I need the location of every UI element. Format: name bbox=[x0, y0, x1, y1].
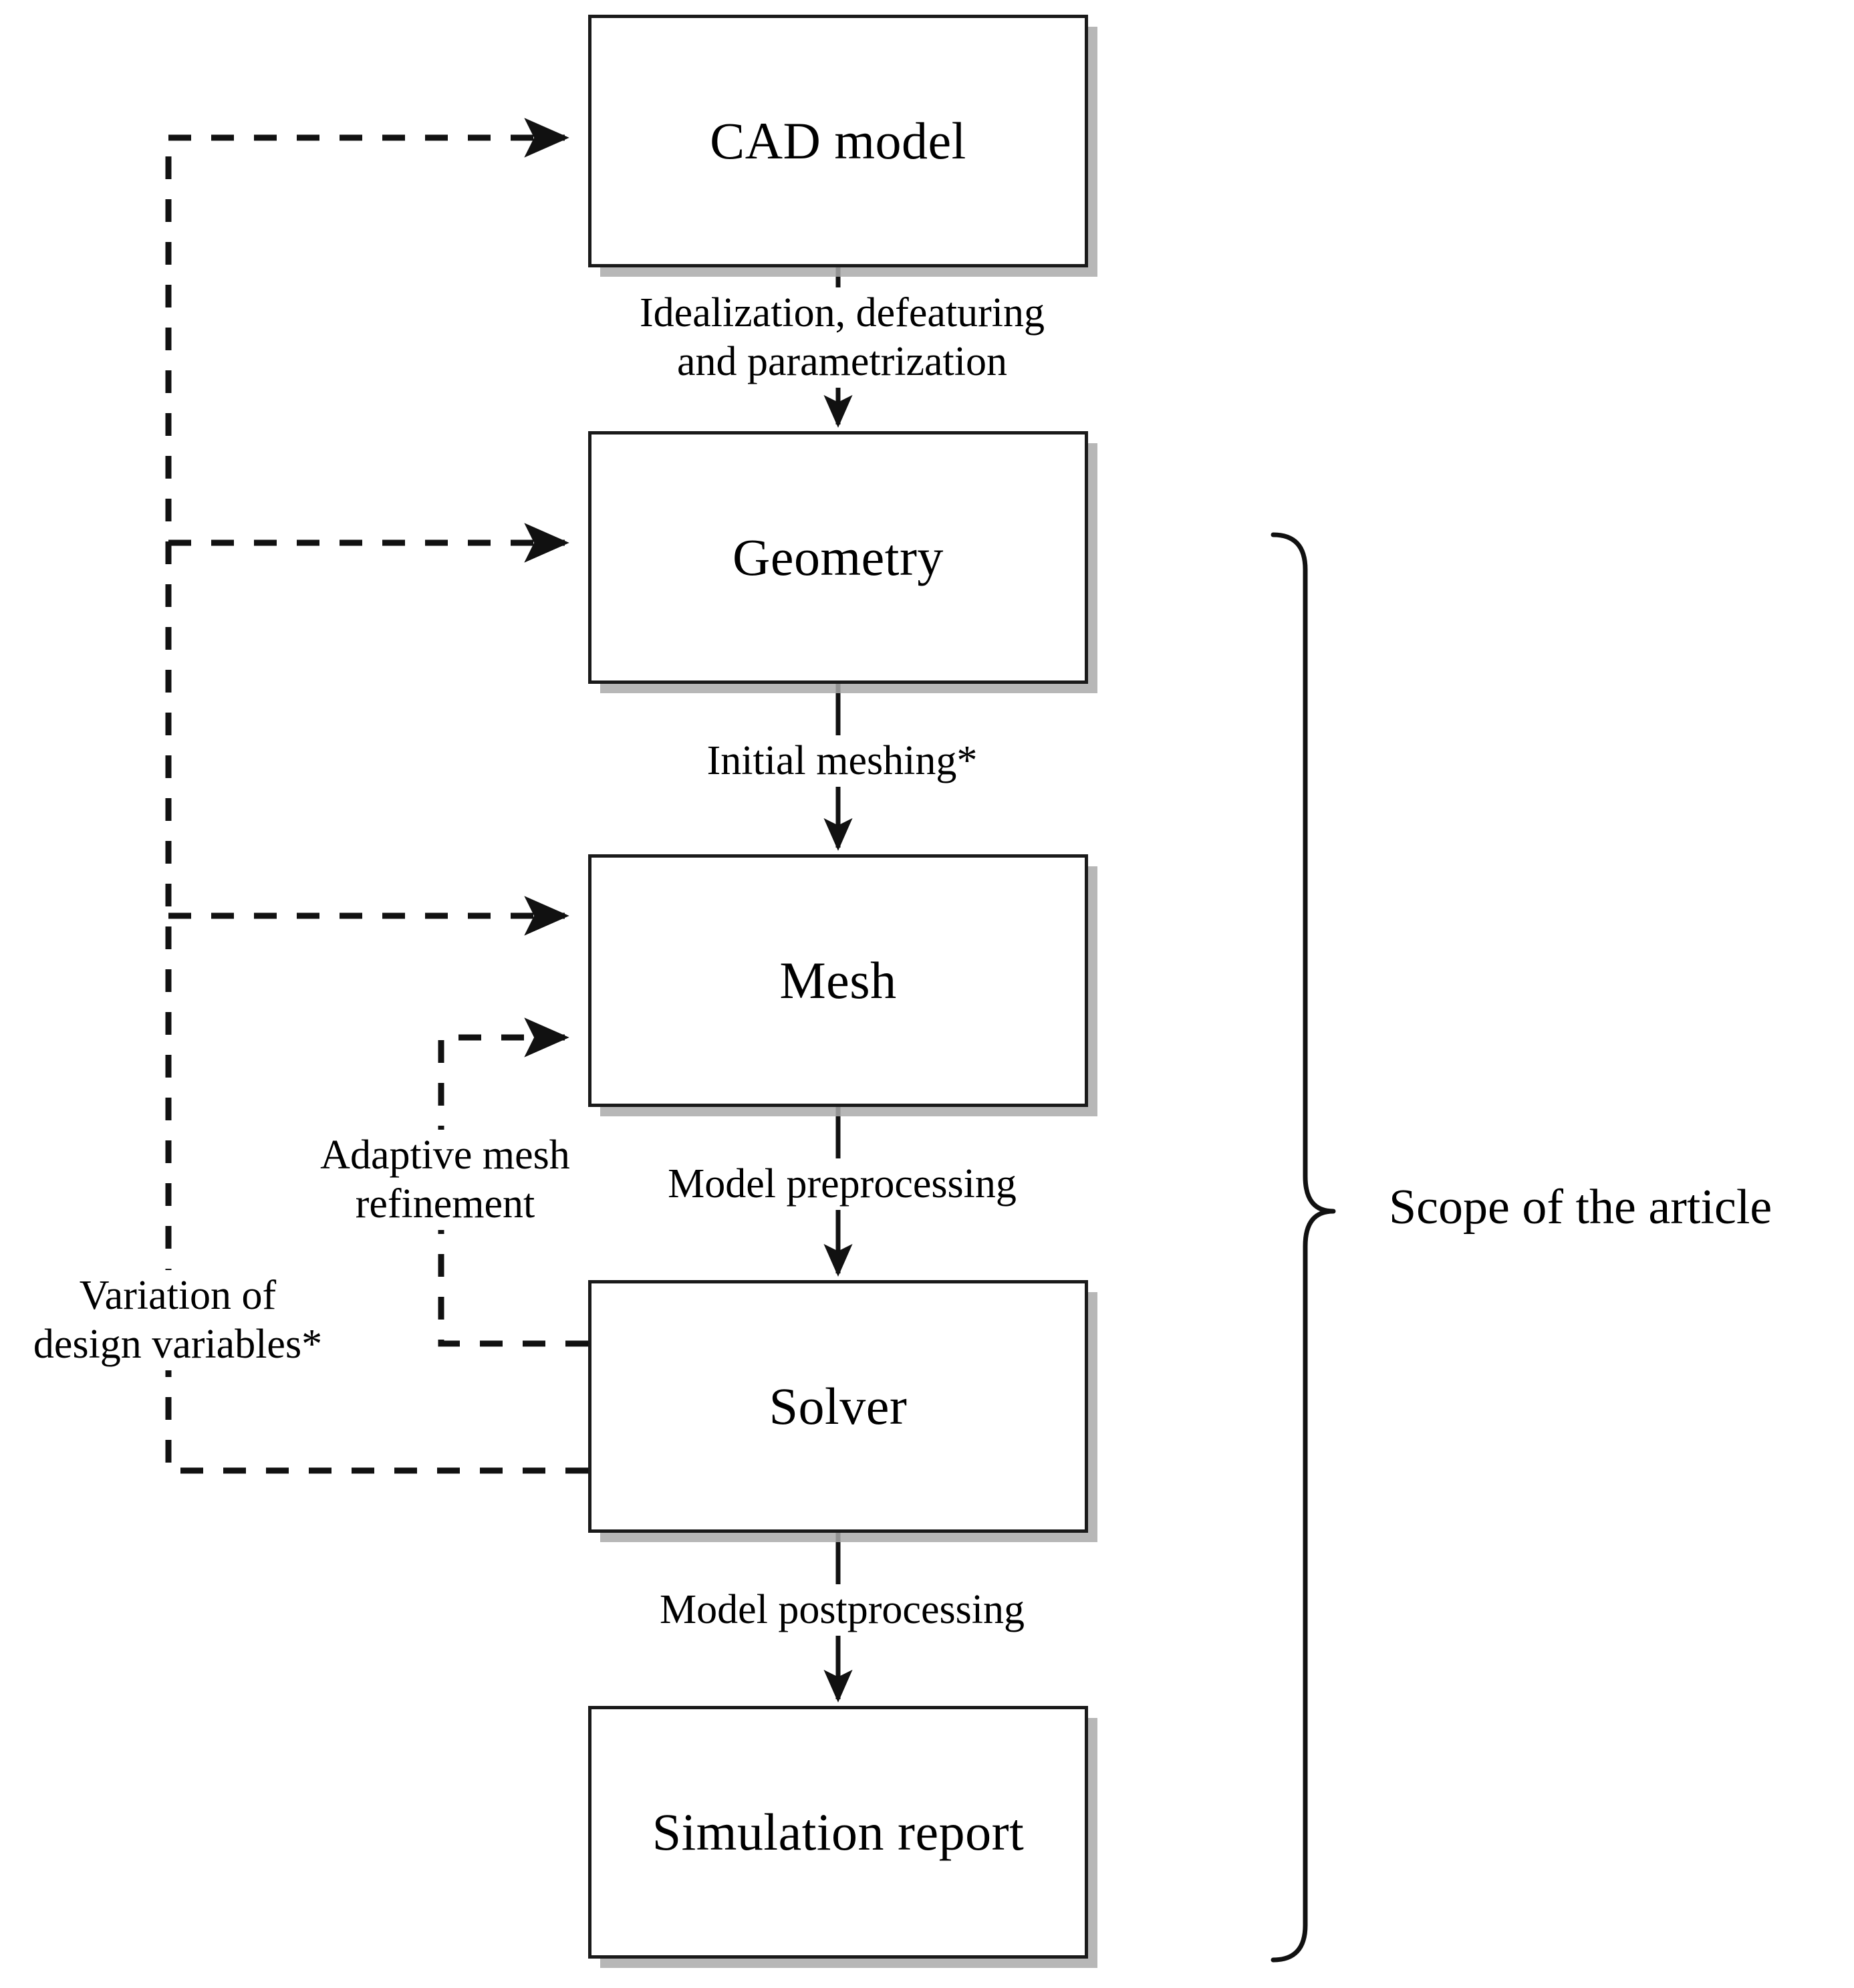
edge-label-idealization: Idealization, defeaturing and parametriz… bbox=[571, 287, 1113, 388]
loop-label-adaptive-mesh-refinement: Adaptive mesh refinement bbox=[261, 1130, 630, 1231]
node-simulation-report[interactable]: Simulation report bbox=[588, 1706, 1088, 1959]
edge-label-initial-meshing: Initial meshing* bbox=[571, 735, 1113, 787]
scope-of-the-article-label: Scope of the article bbox=[1389, 1180, 1772, 1235]
node-cad-model-label: CAD model bbox=[710, 112, 966, 170]
node-geometry[interactable]: Geometry bbox=[588, 431, 1088, 684]
node-geometry-label: Geometry bbox=[733, 528, 944, 587]
edge-label-model-postprocessing: Model postprocessing bbox=[571, 1584, 1113, 1636]
loop-label-design-variables: Variation of design variables* bbox=[0, 1270, 356, 1371]
node-simulation-report-label: Simulation report bbox=[652, 1803, 1025, 1862]
node-mesh[interactable]: Mesh bbox=[588, 854, 1088, 1107]
dashed-loop-design-variables-trunk bbox=[165, 138, 588, 1474]
scope-bracket bbox=[1271, 532, 1336, 1963]
node-solver-label: Solver bbox=[769, 1377, 908, 1436]
edge-label-model-preprocessing: Model preprocessing bbox=[571, 1158, 1113, 1211]
node-cad-model[interactable]: CAD model bbox=[588, 15, 1088, 267]
node-solver[interactable]: Solver bbox=[588, 1280, 1088, 1533]
node-mesh-label: Mesh bbox=[779, 951, 897, 1010]
